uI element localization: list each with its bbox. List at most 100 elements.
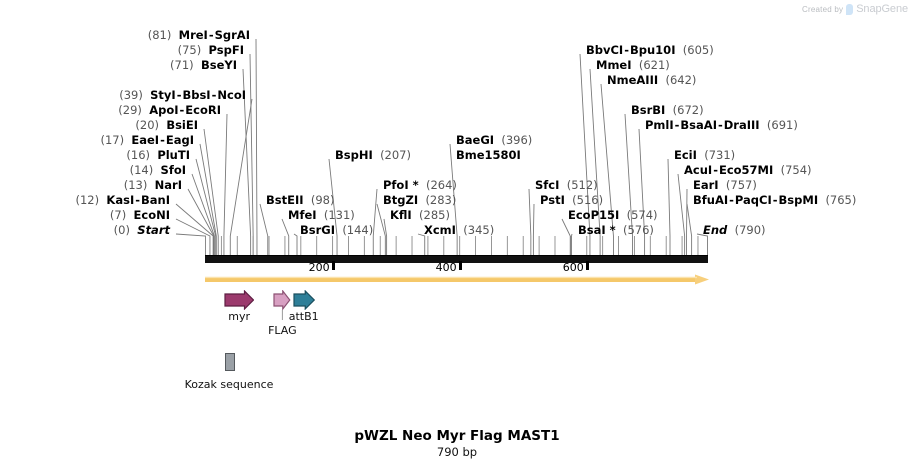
- feature-label-FLAG: FLAG: [268, 324, 297, 337]
- site-label[interactable]: EarI (757): [693, 178, 757, 193]
- enzyme-name: BstEII: [266, 193, 304, 207]
- site-position: (13): [123, 178, 148, 192]
- site-label[interactable]: (20) BsiEI: [0, 118, 198, 133]
- enzyme-name: KflI: [390, 208, 412, 222]
- site-label[interactable]: (29) ApoI-EcoRI: [0, 103, 221, 118]
- site-label[interactable]: (14) SfoI: [0, 163, 186, 178]
- ruler-bar: [205, 255, 708, 263]
- site-position: (81): [147, 28, 172, 42]
- snapgene-watermark: Created by SnapGene: [802, 3, 908, 15]
- enzyme-name: PluTI: [157, 148, 190, 162]
- site-label[interactable]: AcuI-Eco57MI (754): [684, 163, 812, 178]
- site-position: (14): [129, 163, 154, 177]
- ruler-major-tick: [331, 261, 335, 270]
- site-label[interactable]: BaeGI (396): [456, 133, 532, 148]
- enzyme-name: StyI: [150, 88, 176, 102]
- ruler-major-tick: [585, 261, 589, 270]
- site-label[interactable]: BfuAI-PaqCI-BspMI (765): [693, 193, 856, 208]
- enzyme-name: Start: [137, 223, 170, 237]
- enzyme-name: BaeGI: [456, 133, 495, 147]
- site-position: (17): [100, 133, 125, 147]
- name-separator: -: [624, 43, 629, 57]
- site-label[interactable]: (13) NarI: [0, 178, 182, 193]
- site-position: (207): [380, 148, 411, 162]
- site-label[interactable]: Bme1580I: [456, 148, 521, 163]
- feature-arrow-attB1[interactable]: [292, 290, 315, 310]
- site-label[interactable]: (71) BseYI: [0, 58, 237, 73]
- enzyme-name: MfeI: [288, 208, 317, 222]
- enzyme-name: BsrGI: [300, 223, 335, 237]
- site-label[interactable]: PstI (516): [540, 193, 603, 208]
- enzyme-name: BtgZI: [383, 193, 419, 207]
- site-label[interactable]: (81) MreI-SgrAI: [0, 28, 250, 43]
- site-label[interactable]: BsrGI (144): [300, 223, 373, 238]
- enzyme-name: NmeAIII: [607, 73, 659, 87]
- enzyme-name: KasI: [106, 193, 135, 207]
- site-label[interactable]: (17) EaeI-EagI: [0, 133, 194, 148]
- site-label[interactable]: (16) PluTI: [0, 148, 190, 163]
- site-label[interactable]: BspHI (207): [335, 148, 411, 163]
- ruler-major-tick: [458, 261, 462, 270]
- site-position: (642): [665, 73, 697, 87]
- enzyme-name: BspHI: [335, 148, 373, 162]
- enzyme-name: ApoI: [149, 103, 179, 117]
- site-label[interactable]: NmeAIII (642): [607, 73, 696, 88]
- enzyme-name: EaeI: [131, 133, 160, 147]
- enzyme-name: Eco57MI: [718, 163, 774, 177]
- site-position: (790): [734, 223, 766, 237]
- site-label[interactable]: EciI (731): [674, 148, 735, 163]
- site-label[interactable]: BbvCI-Bpu10I (605): [586, 43, 714, 58]
- site-position: (574): [626, 208, 658, 222]
- enzyme-name: EciI: [674, 148, 697, 162]
- plasmid-length: 790 bp: [436, 445, 478, 459]
- site-label[interactable]: BsaI * (576): [578, 223, 654, 238]
- feature-arrow-FLAG[interactable]: [273, 290, 292, 310]
- site-position: (691): [766, 118, 798, 132]
- enzyme-name: DraIII: [723, 118, 760, 132]
- site-label[interactable]: (7) EcoNI: [0, 208, 170, 223]
- enzyme-name: BsaAI: [680, 118, 717, 132]
- watermark-brand: SnapGene: [856, 3, 908, 15]
- enzyme-name: BsrBI: [631, 103, 666, 117]
- site-label[interactable]: PmlI-BsaAI-DraIII (691): [645, 118, 798, 133]
- enzyme-name: SfcI: [535, 178, 560, 192]
- site-position: (71): [170, 58, 194, 72]
- site-label[interactable]: BstEII (98): [266, 193, 334, 208]
- site-position: (512): [566, 178, 598, 192]
- enzyme-name: EagI: [165, 133, 194, 147]
- site-label[interactable]: (0) Start: [0, 223, 170, 238]
- site-label[interactable]: MmeI (621): [596, 58, 670, 73]
- site-label[interactable]: KflI (285): [390, 208, 450, 223]
- site-label[interactable]: BsrBI (672): [631, 103, 704, 118]
- feature-arrow-myr[interactable]: [224, 290, 255, 310]
- site-label[interactable]: MfeI (131): [288, 208, 355, 223]
- site-position: (131): [323, 208, 355, 222]
- enzyme-name: PfoI *: [383, 178, 419, 192]
- enzyme-name: MreI: [178, 28, 208, 42]
- site-label[interactable]: EcoP15I (574): [568, 208, 658, 223]
- site-position: (516): [572, 193, 604, 207]
- enzyme-name: Bme1580I: [456, 148, 521, 162]
- site-label[interactable]: End (790): [703, 223, 766, 238]
- site-label[interactable]: (12) KasI-BanI: [0, 193, 171, 208]
- site-label[interactable]: XcmI (345): [424, 223, 494, 238]
- site-position: (12): [75, 193, 100, 207]
- enzyme-name: BseYI: [200, 58, 237, 72]
- enzyme-name: BsiEI: [166, 118, 198, 132]
- name-separator: -: [729, 193, 734, 207]
- enzyme-name: BbvCI: [586, 43, 624, 57]
- site-label[interactable]: BtgZI (283): [383, 193, 456, 208]
- kozak-sequence-marker[interactable]: [225, 353, 235, 371]
- site-label[interactable]: (75) PspFI: [0, 43, 244, 58]
- site-label[interactable]: PfoI * (264): [383, 178, 457, 193]
- enzyme-name: SgrAI: [214, 28, 250, 42]
- site-position: (29): [118, 103, 142, 117]
- site-position: (765): [825, 193, 857, 207]
- site-position: (20): [135, 118, 159, 132]
- site-label[interactable]: (39) StyI-BbsI-NcoI: [0, 88, 246, 103]
- name-separator: -: [179, 103, 185, 117]
- site-label[interactable]: SfcI (512): [535, 178, 598, 193]
- enzyme-name: MmeI: [596, 58, 632, 72]
- enzyme-name: XcmI: [424, 223, 456, 237]
